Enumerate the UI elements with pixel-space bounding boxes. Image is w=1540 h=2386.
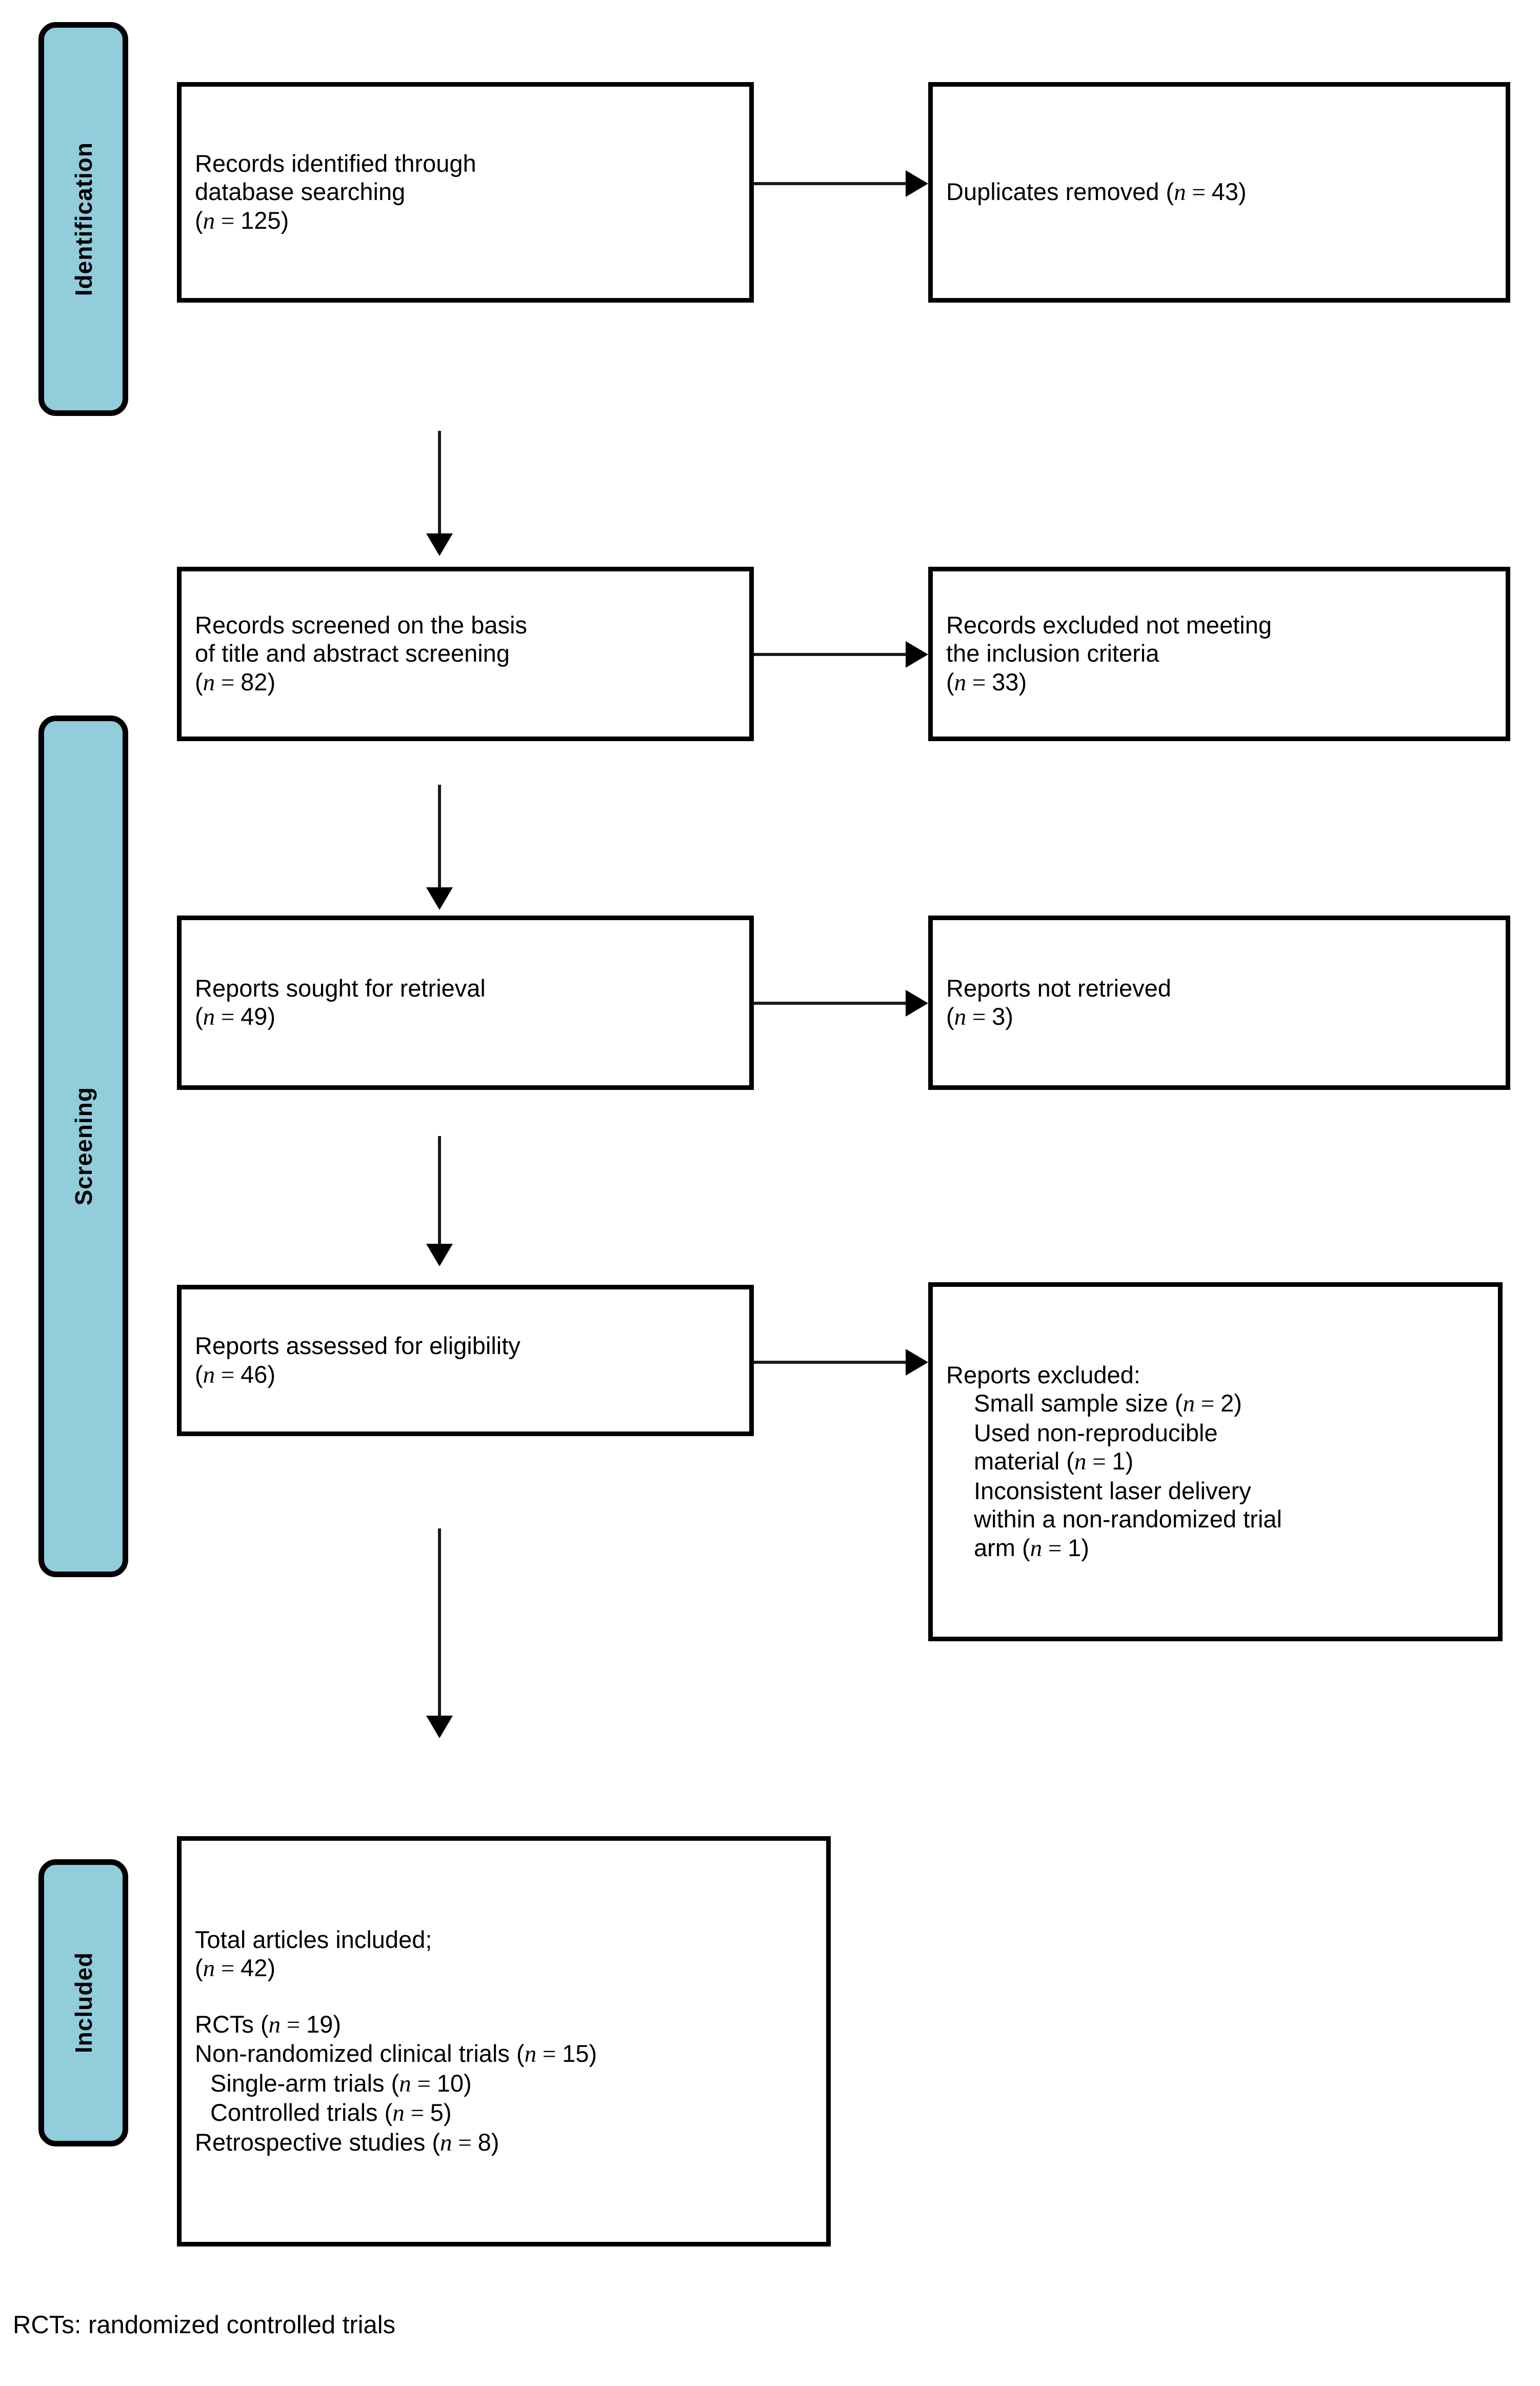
figure-footnote: RCTs: randomized controlled trials — [13, 2311, 396, 2339]
stage-pill-screening: Screening — [38, 715, 128, 1577]
box-duplicates-removed: Duplicates removed (n = 43) — [928, 82, 1510, 303]
connector-identified-to-duplicates — [754, 169, 928, 198]
box-reports-not-retrieved-text: Reports not retrieved (n = 3) — [933, 974, 1506, 1032]
text-line-count: (n = 125) — [195, 206, 289, 234]
arrowhead-down-icon — [426, 533, 453, 556]
stage-label-identification: Identification — [70, 142, 97, 296]
box-reports-excluded: Reports excluded: Small sample size (n =… — [928, 1282, 1503, 1641]
connector-assessed-to-reports-excluded — [754, 1348, 928, 1377]
text-line: Records excluded not meeting — [946, 611, 1272, 639]
text-line-single-arm: Single-arm trials (n = 10) — [210, 2069, 472, 2097]
text-line: Reports not retrieved — [946, 974, 1171, 1002]
text-line-count: (n = 42) — [195, 1954, 276, 1982]
text-line-reason: within a non-randomized trial — [974, 1505, 1282, 1533]
box-records-excluded: Records excluded not meeting the inclusi… — [928, 567, 1510, 741]
text-line-nonrandomized: Non-randomized clinical trials (n = 15) — [195, 2040, 597, 2068]
connector-line — [754, 653, 908, 656]
stage-label-screening: Screening — [70, 1087, 97, 1206]
text-line-reason: material (n = 1) — [974, 1447, 1134, 1476]
box-records-identified-text: Records identified through database sear… — [182, 149, 749, 235]
box-reports-assessed: Reports assessed for eligibility (n = 46… — [177, 1285, 754, 1436]
box-records-screened-text: Records screened on the basis of title a… — [182, 611, 749, 697]
text-heading: Reports excluded: — [946, 1361, 1141, 1388]
text-line-count: Duplicates removed (n = 43) — [946, 178, 1247, 206]
arrowhead-right-icon — [906, 1349, 928, 1376]
box-records-excluded-text: Records excluded not meeting the inclusi… — [933, 611, 1506, 697]
box-records-identified: Records identified through database sear… — [177, 82, 754, 303]
connector-sought-to-assessed — [425, 1136, 454, 1269]
connector-line — [438, 1136, 441, 1249]
text-line: of title and abstract screening — [195, 640, 510, 667]
arrowhead-down-icon — [426, 1244, 453, 1266]
text-line-controlled: Controlled trials (n = 5) — [210, 2099, 452, 2127]
text-line: Total articles included; — [195, 1925, 432, 1953]
box-reports-not-retrieved: Reports not retrieved (n = 3) — [928, 916, 1510, 1090]
text-line: the inclusion criteria — [946, 640, 1159, 667]
text-line-reason: arm (n = 1) — [974, 1534, 1089, 1562]
connector-line — [754, 1361, 908, 1364]
box-total-included: Total articles included; (n = 42) RCTs (… — [177, 1836, 831, 2246]
stage-pill-included: Included — [38, 1859, 128, 2146]
connector-sought-to-not-retrieved — [754, 989, 928, 1018]
arrowhead-right-icon — [906, 990, 928, 1017]
text-line-spacer — [195, 1983, 813, 2010]
box-reports-sought-text: Reports sought for retrieval (n = 49) — [182, 974, 749, 1032]
text-line-reason: Small sample size (n = 2) — [974, 1389, 1242, 1418]
arrowhead-down-icon — [426, 1716, 453, 1738]
text-line: database searching — [195, 178, 406, 206]
text-line-count: (n = 49) — [195, 1003, 276, 1030]
text-line-count: (n = 33) — [946, 668, 1027, 696]
box-records-screened: Records screened on the basis of title a… — [177, 567, 754, 741]
connector-line — [438, 431, 441, 539]
stage-pill-identification: Identification — [38, 22, 128, 416]
text-line-retrospective: Retrospective studies (n = 8) — [195, 2128, 499, 2156]
text-line: Records screened on the basis — [195, 611, 527, 639]
arrowhead-down-icon — [426, 887, 453, 910]
connector-line — [438, 785, 441, 892]
text-line-count: (n = 82) — [195, 668, 276, 696]
box-reports-assessed-text: Reports assessed for eligibility (n = 46… — [182, 1331, 749, 1389]
text-line: Records identified through — [195, 149, 476, 177]
text-line: Reports sought for retrieval — [195, 974, 486, 1002]
text-line-reason: Inconsistent laser delivery — [974, 1477, 1251, 1504]
connector-screened-to-sought — [425, 785, 454, 913]
box-duplicates-removed-text: Duplicates removed (n = 43) — [933, 177, 1506, 207]
connector-assessed-to-included — [425, 1528, 454, 1744]
text-line-reason: Used non-reproducible — [974, 1419, 1218, 1446]
connector-line — [438, 1528, 441, 1721]
arrowhead-right-icon — [906, 170, 928, 197]
connector-identified-to-screened — [425, 431, 454, 559]
text-line-rcts: RCTs (n = 19) — [195, 2010, 342, 2038]
box-reports-excluded-text: Reports excluded: Small sample size (n =… — [933, 1361, 1498, 1563]
box-total-included-text: Total articles included; (n = 42) RCTs (… — [182, 1925, 826, 2157]
text-line-count: (n = 46) — [195, 1360, 276, 1388]
text-line-count: (n = 3) — [946, 1003, 1013, 1030]
connector-screened-to-excluded — [754, 640, 928, 669]
connector-line — [754, 1002, 908, 1005]
box-reports-sought: Reports sought for retrieval (n = 49) — [177, 916, 754, 1090]
stage-label-included: Included — [70, 1952, 97, 2054]
text-line: Reports assessed for eligibility — [195, 1332, 521, 1360]
connector-line — [754, 182, 908, 185]
arrowhead-right-icon — [906, 641, 928, 668]
